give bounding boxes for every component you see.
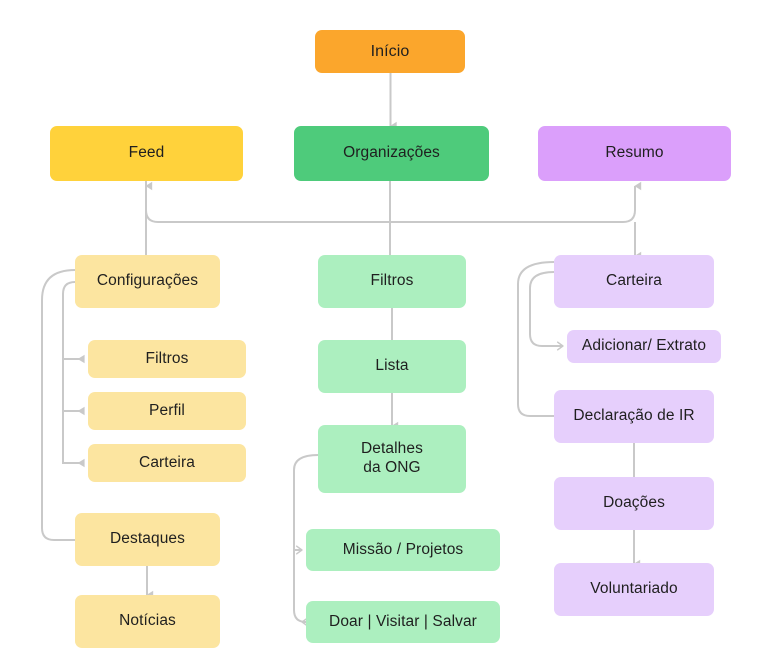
edge-config-carteira (62, 411, 85, 468)
node-organizacoes[interactable]: Organizações (294, 126, 489, 181)
edge-config-destaques (41, 269, 76, 541)
edge-carteira-declaracao (517, 261, 555, 417)
node-voluntariado[interactable]: Voluntariado (554, 563, 714, 616)
node-declaracao[interactable]: Declaração de IR (554, 390, 714, 443)
node-missao[interactable]: Missão / Projetos (306, 529, 500, 571)
node-inicio[interactable]: Início (315, 30, 465, 73)
node-perfil[interactable]: Perfil (88, 392, 246, 430)
edge-bus-left (145, 181, 391, 223)
node-l_carteira[interactable]: Carteira (88, 444, 246, 482)
node-adicionar[interactable]: Adicionar/ Extrato (567, 330, 721, 363)
node-resumo[interactable]: Resumo (538, 126, 731, 181)
node-acoes[interactable]: Doar | Visitar | Salvar (306, 601, 500, 643)
node-doacoes[interactable]: Doações (554, 477, 714, 530)
node-l_filtros[interactable]: Filtros (88, 340, 246, 378)
edge-config-perfil (62, 359, 85, 416)
node-detalhes[interactable]: Detalhes da ONG (318, 425, 466, 493)
node-destaques[interactable]: Destaques (75, 513, 220, 566)
node-r_carteira[interactable]: Carteira (554, 255, 714, 308)
node-configuracoes[interactable]: Configurações (75, 255, 220, 308)
node-m_filtros[interactable]: Filtros (318, 255, 466, 308)
node-noticias[interactable]: Notícias (75, 595, 220, 648)
edge-detalhes-acoes (293, 550, 309, 627)
node-lista[interactable]: Lista (318, 340, 466, 393)
node-feed[interactable]: Feed (50, 126, 243, 181)
edge-bus-right (390, 181, 642, 223)
